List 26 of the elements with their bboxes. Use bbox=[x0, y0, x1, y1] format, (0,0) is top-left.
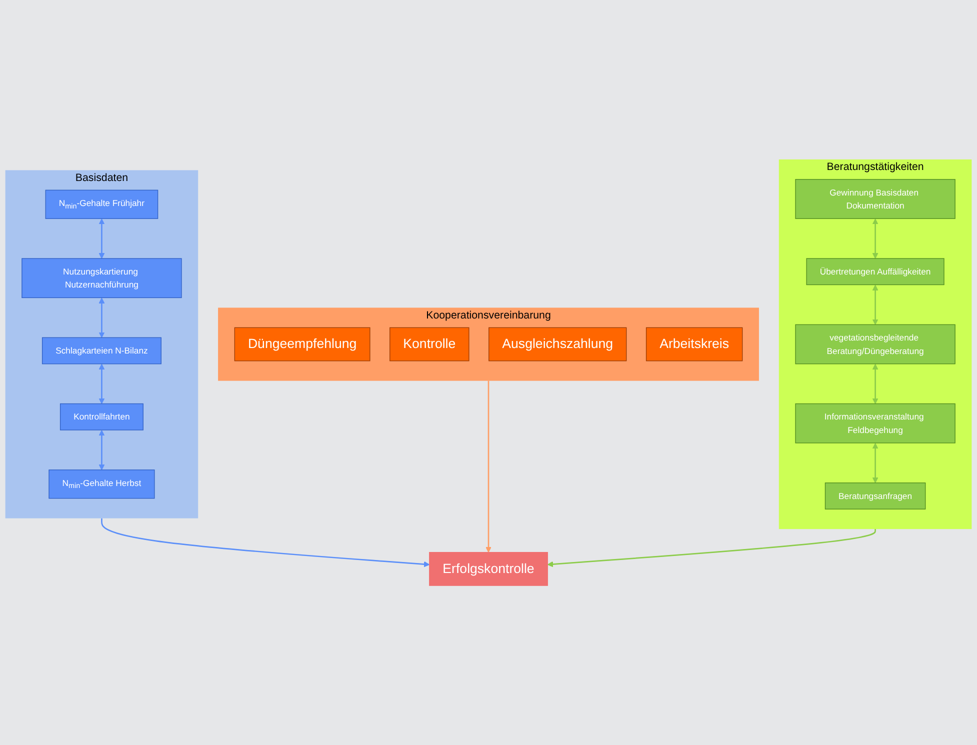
arrow bbox=[101, 518, 430, 568]
arrow bbox=[486, 380, 492, 553]
arrow bbox=[98, 364, 105, 404]
node-box: Kontrolle bbox=[390, 327, 470, 362]
arrow bbox=[872, 364, 878, 404]
arrow bbox=[872, 218, 878, 259]
node-box: Informationsveranstaltung Feldbegehung bbox=[795, 403, 956, 444]
node-box: Gewinnung Basisdaten Dokumentation bbox=[795, 179, 956, 219]
arrow bbox=[98, 218, 105, 259]
arrow bbox=[547, 528, 876, 568]
node-box: Übertretungen Auffälligkeiten bbox=[806, 258, 944, 286]
node-box: Kontrollfahrten bbox=[60, 403, 144, 430]
node-box: Schlagkarteien N-Bilanz bbox=[42, 337, 162, 364]
arrow bbox=[98, 298, 105, 338]
node-box: N$_{min}$-Gehalte Frühjahr bbox=[45, 190, 158, 219]
node-box: Arbeitskreis bbox=[646, 327, 743, 362]
node-box: Ausgleichszahlung bbox=[488, 327, 627, 362]
node-box: Nutzungskartierung Nutzernachführung bbox=[22, 258, 182, 298]
node-box: Beratungsanfragen bbox=[824, 482, 926, 510]
node-box: N$_{min}$-Gehalte Herbst bbox=[48, 470, 155, 499]
node-box: Erfolgskontrolle bbox=[429, 552, 548, 586]
arrow bbox=[98, 430, 105, 470]
node-box: vegetationsbegleitende Beratung/Düngeberatung bbox=[795, 324, 956, 364]
arrow bbox=[872, 442, 878, 484]
node-box: Düngeempfehlung bbox=[234, 327, 370, 362]
arrow bbox=[872, 284, 878, 325]
